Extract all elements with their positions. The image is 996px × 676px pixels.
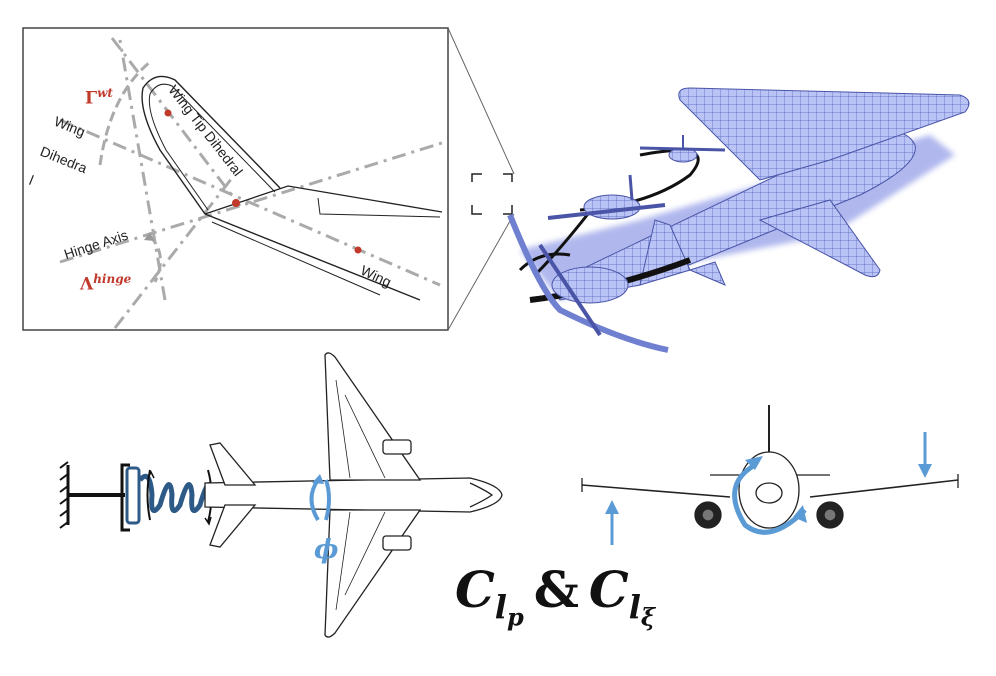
ampersand: &	[533, 560, 579, 619]
torsion-spring	[125, 466, 215, 526]
coef-2-symbol: C	[588, 560, 629, 619]
coef-2-subscript: l	[628, 588, 641, 626]
coef-1-subsubscript: p	[506, 602, 524, 632]
lambda-hinge-label: Λhinge	[80, 272, 131, 295]
coef-2-subsubscript: ξ	[640, 602, 656, 632]
phi-roll-label: ϕ	[314, 535, 339, 565]
inset-box	[22, 27, 515, 331]
lambda-superscript: hinge	[93, 272, 132, 286]
wall-mount	[59, 461, 130, 532]
small-mesh-aircraft	[507, 135, 726, 353]
roll-arrow-top	[309, 474, 331, 522]
roll-arrow-front	[732, 456, 807, 535]
roll-coefficients: Clp&Clξ	[455, 560, 655, 631]
coef-1-symbol: C	[455, 560, 495, 619]
large-mesh-aircraft	[520, 87, 970, 301]
gamma-superscript: wt	[97, 86, 113, 100]
inset-geometry	[59, 37, 446, 329]
gamma-wt-label: Γwt	[85, 86, 113, 109]
force-arrows	[605, 432, 932, 545]
top-view-aircraft	[204, 352, 503, 638]
gamma-symbol: Γ	[85, 88, 98, 109]
detail-bracket	[471, 173, 513, 215]
coef-1-subscript: l	[494, 588, 507, 626]
lambda-symbol: Λ	[80, 274, 94, 295]
front-view-aircraft	[581, 405, 959, 529]
